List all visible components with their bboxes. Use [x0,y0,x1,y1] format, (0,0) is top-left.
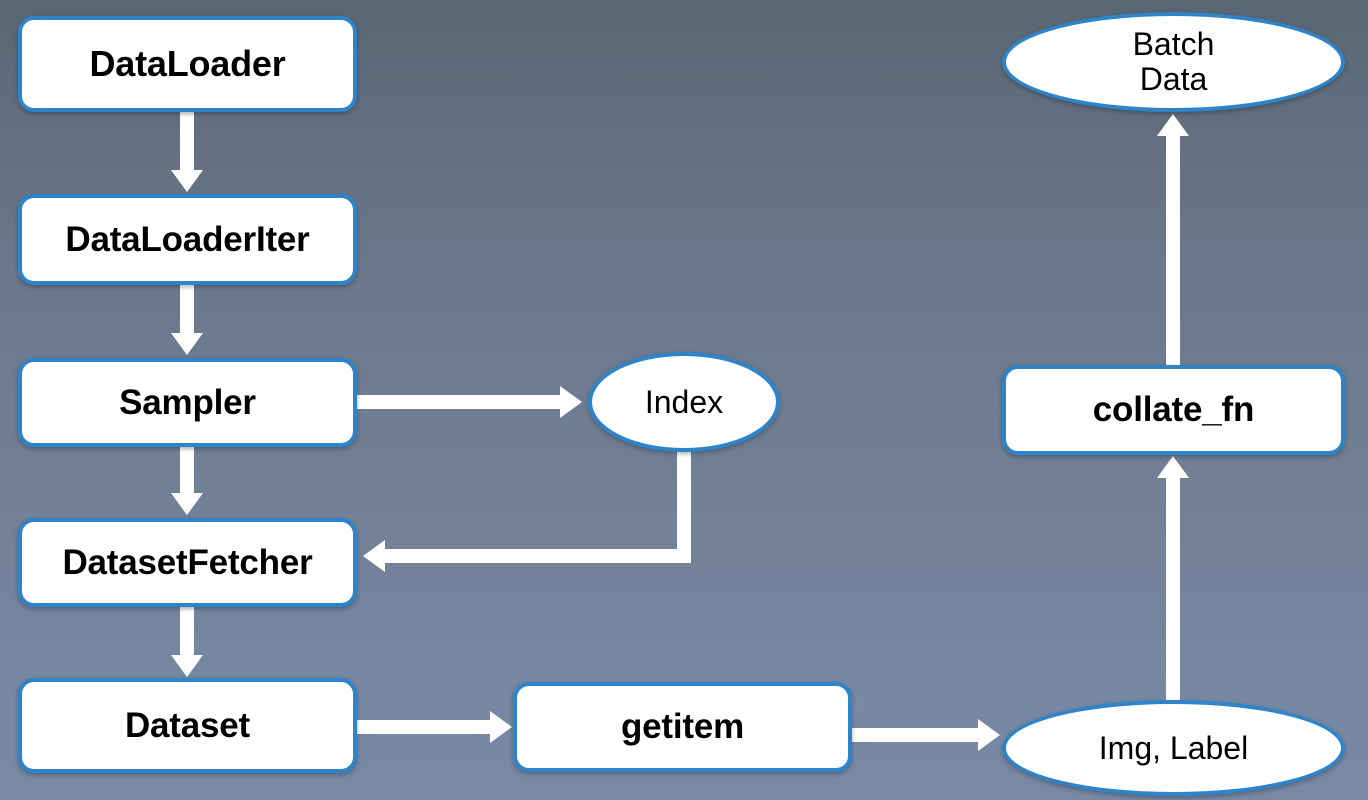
arrowhead-down-dataloaderiter [171,170,203,192]
node-label-datasetfetcher: DatasetFetcher [62,542,313,582]
node-label-dataloader: DataLoader [89,43,286,84]
edge-getitem-to-imglabel [852,728,980,742]
node-dataset[interactable]: Dataset [18,678,357,773]
arrowhead-down-sampler [171,333,203,355]
edge-imglabel-to-collatefn [1166,478,1180,700]
node-label-getitem: getitem [620,707,745,746]
node-label-batch-data-line1: Batch [1132,26,1215,63]
node-collate-fn[interactable]: collate_fn [1002,365,1345,455]
node-label-index: Index [644,383,724,420]
node-label-dataset: Dataset [124,705,251,745]
arrowhead-down-dataset [171,655,203,677]
arrowhead-up-batchdata [1157,114,1189,136]
node-label-dataloaderiter: DataLoaderIter [65,219,310,259]
edge-index-vertical-segment [677,440,691,562]
node-dataloaderiter[interactable]: DataLoaderIter [18,194,357,285]
edge-dataloaderiter-to-sampler [180,285,194,335]
arrowhead-up-collatefn [1157,456,1189,478]
arrowhead-right-getitem [490,711,512,743]
node-batch-data[interactable]: Batch Data [1002,12,1345,112]
node-label-batch-data-line2: Data [1139,61,1208,97]
edge-datasetfetcher-to-dataset [180,607,194,657]
node-datasetfetcher[interactable]: DatasetFetcher [18,518,357,607]
edge-dataloader-to-dataloaderiter [180,112,194,174]
node-sampler[interactable]: Sampler [18,358,357,447]
arrowhead-left-datasetfetcher [363,540,385,572]
node-index[interactable]: Index [588,352,780,452]
edge-sampler-to-datasetfetcher [180,447,194,495]
node-dataloader[interactable]: DataLoader [18,16,357,112]
edge-dataset-to-getitem [357,720,493,734]
edge-sampler-to-index [357,395,563,409]
arrowhead-right-imglabel [978,719,1000,751]
arrowhead-right-index [560,386,582,418]
edge-collatefn-to-batchdata [1166,136,1180,366]
arrowhead-down-datasetfetcher [171,493,203,515]
node-label-collate-fn: collate_fn [1092,390,1255,429]
node-img-label[interactable]: Img, Label [1002,700,1345,796]
node-label-img-label: Img, Label [1098,729,1249,766]
node-getitem[interactable]: getitem [513,682,852,772]
node-label-sampler: Sampler [119,382,256,422]
edge-index-horizontal-segment [382,549,691,563]
